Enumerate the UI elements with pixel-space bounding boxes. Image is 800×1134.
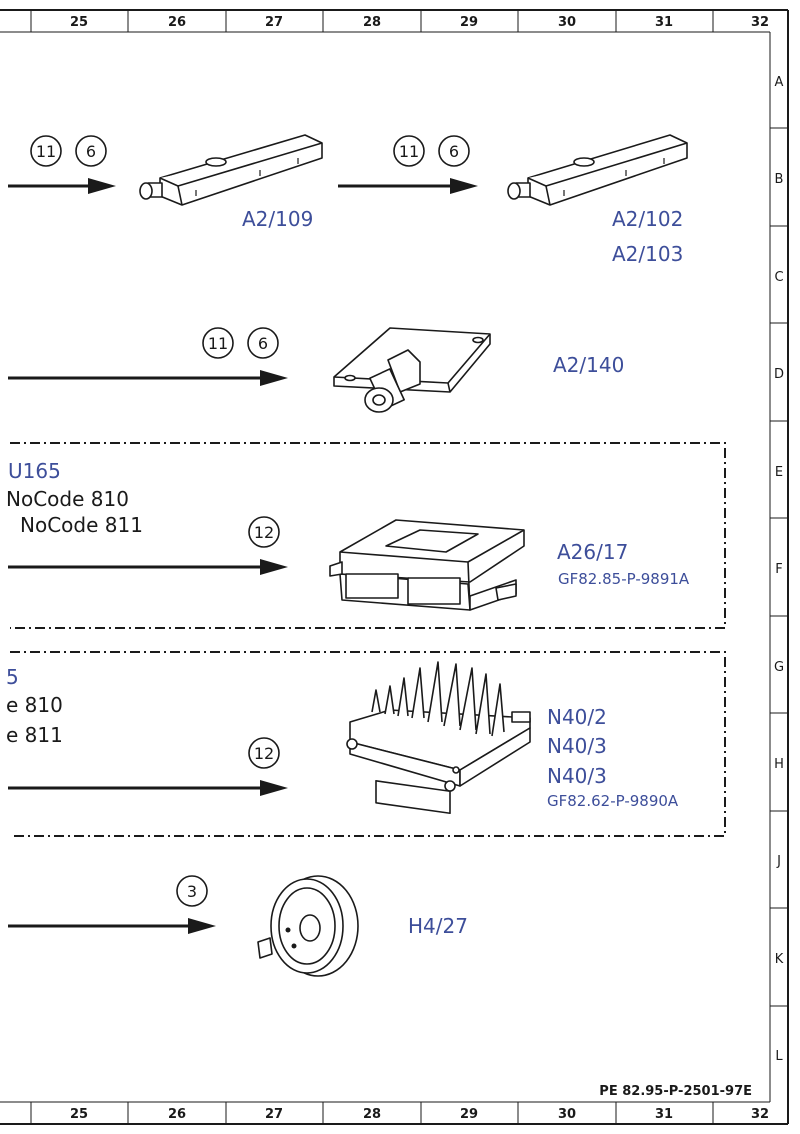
arrow-b-mid bbox=[338, 178, 478, 194]
label-n40-3b: N40/3 bbox=[547, 764, 607, 788]
col-label: 32 bbox=[751, 15, 769, 30]
callout-number: 11 bbox=[36, 142, 56, 161]
col-label: 26 bbox=[168, 1107, 186, 1122]
row-label: B bbox=[775, 172, 784, 187]
loudspeaker-h4-27 bbox=[257, 875, 359, 977]
row-ticks bbox=[770, 127, 788, 1007]
label-n40-ref: GF82.62-P-9890A bbox=[547, 792, 679, 810]
control-unit-n40 bbox=[346, 661, 531, 815]
arrow-b-left bbox=[8, 178, 116, 194]
row-label: K bbox=[775, 952, 784, 967]
box2-line1: 5 bbox=[6, 665, 19, 689]
document-id: PE 82.95-P-2501-97E bbox=[599, 1084, 752, 1099]
row-label: C bbox=[774, 270, 783, 285]
col-label: 30 bbox=[558, 1107, 576, 1122]
col-label: 25 bbox=[70, 1107, 88, 1122]
row-label: A bbox=[775, 75, 784, 90]
arrow-k bbox=[8, 918, 216, 934]
callout-d: 11 6 bbox=[202, 327, 279, 359]
callout-number: 6 bbox=[258, 334, 268, 353]
box1-line3: NoCode 811 bbox=[20, 513, 143, 537]
box1-line2: NoCode 810 bbox=[6, 487, 129, 511]
col-label: 26 bbox=[168, 15, 186, 30]
row-label: E bbox=[775, 465, 783, 480]
label-a26-17-ref: GF82.85-P-9891A bbox=[558, 570, 690, 588]
col-label: 29 bbox=[460, 15, 478, 30]
col-label: 28 bbox=[363, 1107, 381, 1122]
callout-number: 12 bbox=[254, 523, 274, 542]
control-unit-a26-17 bbox=[329, 519, 525, 611]
label-a2-103: A2/103 bbox=[612, 242, 683, 266]
row-label: F bbox=[775, 562, 782, 577]
col-label: 31 bbox=[655, 15, 673, 30]
label-a2-102: A2/102 bbox=[612, 207, 683, 231]
label-a26-17: A26/17 bbox=[557, 540, 628, 564]
label-a2-140: A2/140 bbox=[553, 353, 624, 377]
dashed-box-upper bbox=[10, 442, 726, 629]
callout-number: 11 bbox=[208, 334, 228, 353]
label-n40-2: N40/2 bbox=[547, 705, 607, 729]
dashed-box-lower bbox=[10, 651, 726, 837]
label-h4-27: H4/27 bbox=[408, 914, 468, 938]
col-label: 27 bbox=[265, 15, 283, 30]
row-label: J bbox=[776, 854, 781, 869]
col-label: 31 bbox=[655, 1107, 673, 1122]
arrow-h bbox=[8, 780, 288, 796]
box1-line1: U165 bbox=[8, 459, 61, 483]
antenna-module-a2-140 bbox=[333, 327, 491, 413]
col-label: 32 bbox=[751, 1107, 769, 1122]
column-ticks-top bbox=[30, 10, 714, 32]
callout-number: 3 bbox=[187, 882, 197, 901]
antenna-module-a2-102 bbox=[507, 134, 688, 206]
callout-b-left: 11 6 bbox=[30, 135, 107, 167]
callout-number: 11 bbox=[399, 142, 419, 161]
col-label: 30 bbox=[558, 15, 576, 30]
antenna-module-a2-109 bbox=[139, 134, 323, 206]
label-a2-109: A2/109 bbox=[242, 207, 313, 231]
callout-number: 6 bbox=[86, 142, 96, 161]
row-label: L bbox=[775, 1049, 783, 1064]
callout-number: 12 bbox=[254, 744, 274, 763]
row-labels: A B C D E F G H J K L bbox=[774, 75, 784, 1064]
callout-h: 12 bbox=[248, 737, 280, 769]
row-label: G bbox=[774, 660, 784, 675]
row-label: D bbox=[774, 367, 784, 382]
col-label: 27 bbox=[265, 1107, 283, 1122]
callout-number: 6 bbox=[449, 142, 459, 161]
col-label: 28 bbox=[363, 15, 381, 30]
arrow-d bbox=[8, 370, 288, 386]
arrow-f bbox=[8, 559, 288, 575]
col-label: 29 bbox=[460, 1107, 478, 1122]
column-labels-top: 25 26 27 28 29 30 31 32 bbox=[70, 15, 769, 30]
column-labels-bottom: 25 26 27 28 29 30 31 32 bbox=[70, 1107, 769, 1122]
box2-line2: e 810 bbox=[6, 693, 63, 717]
col-label: 25 bbox=[70, 15, 88, 30]
row-label: H bbox=[774, 757, 784, 772]
box2-line3: e 811 bbox=[6, 723, 63, 747]
callout-k: 3 bbox=[176, 875, 208, 907]
callout-b-mid: 11 6 bbox=[393, 135, 470, 167]
column-ticks-bottom bbox=[30, 1102, 714, 1124]
callout-f: 12 bbox=[248, 516, 280, 548]
label-n40-3a: N40/3 bbox=[547, 734, 607, 758]
